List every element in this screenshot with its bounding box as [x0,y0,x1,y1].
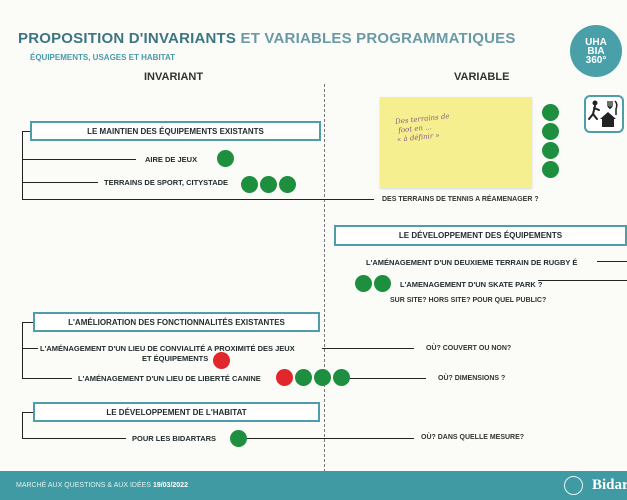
votes-liberte-canine [276,369,350,386]
fork-knife-icon [607,100,618,115]
connector [348,378,426,379]
green-vote-dot [314,369,331,386]
item-terrain-rugby: L'AMÉNAGEMENT D'UN DEUXIEME TERRAIN DE R… [366,258,578,267]
green-vote-dot [230,430,247,447]
votes-aire-de-jeux [217,150,234,167]
green-vote-dot [217,150,234,167]
logo-line1: UHA [585,36,607,48]
uha-bia-logo: UHA BIA 360° [570,25,622,77]
item-convivialite: L'AMÉNAGEMENT D'UN LIEU DE CONVIALITÉ A … [40,344,295,353]
green-vote-dot [241,176,258,193]
votes-bidartars [230,430,247,447]
connector [22,412,33,413]
item-bidartars: POUR LES BIDARTARS [132,434,217,443]
item-terrains-sport: TERRAINS DE SPORT, CITYSTADE [104,178,229,187]
sticky-note-text: Des terrains de foot en ... « à définir … [394,112,450,144]
activity-icons [584,95,624,133]
connector [538,280,627,281]
house-icon [600,112,616,127]
brand-logo: Bidar [592,477,627,493]
connector [22,378,72,379]
question-liberte-canine: OÙ? DIMENSIONS ? [438,375,506,382]
green-vote-dot [374,275,391,292]
votes-terrains-sport [241,176,296,193]
item-skate-park: L'AMENAGEMENT D'UN SKATE PARK ? [400,280,543,289]
green-vote-dot [542,123,559,140]
green-vote-dot [295,369,312,386]
green-vote-dot [333,369,350,386]
sport-figure-icon [588,100,600,120]
green-vote-dot [542,142,559,159]
question-skate-park: SUR SITE? HORS SITE? POUR QUEL PUBLIC? [390,297,547,304]
green-vote-dot [355,275,372,292]
column-invariant: INVARIANT [144,71,204,83]
red-vote-dot [213,352,230,369]
green-vote-dot [260,176,277,193]
connector [322,348,414,349]
column-variable: VARIABLE [454,71,510,83]
question-convivialite: OÙ? COUVERT OU NON? [426,345,512,352]
connector [22,438,126,439]
section-maintien-title: LE MAINTIEN DES ÉQUIPEMENTS EXISTANTS [30,121,321,141]
item-aire-de-jeux: AIRE DE JEUX [145,155,198,164]
green-vote-dot [542,161,559,178]
connector [22,131,23,199]
page-title: PROPOSITION D'INVARIANTS ET VARIABLES PR… [18,30,516,47]
question-tennis: DES TERRAINS DE TENNIS A RÉAMENAGER ? [382,196,539,203]
green-vote-dot [279,176,296,193]
votes-sticky-note [542,104,559,178]
logo-line2: BIA [587,45,605,57]
seal-icon [564,476,583,495]
connector [597,261,627,262]
footer-text: MARCHÉ AUX QUESTIONS & AUX IDÉES 19/03/2… [16,482,188,489]
votes-skate-park [355,275,391,292]
section-developpement-equipements-title: LE DÉVELOPPEMENT DES ÉQUIPEMENTS [334,225,627,246]
connector [22,182,98,183]
connector [246,438,414,439]
votes-convivialite [213,352,230,369]
red-vote-dot [276,369,293,386]
item-convivialite-line2: ET ÉQUIPEMENTS [142,354,209,363]
connector [22,322,23,378]
logo-line3: 360° [585,54,607,66]
connector [22,322,33,323]
question-bidartars: OÙ? DANS QUELLE MESURE? [421,434,525,441]
section-amelioration-title: L'AMÉLIORATION DES FONCTIONNALITÉS EXIST… [33,312,320,332]
sticky-note: Des terrains de foot en ... « à définir … [380,97,532,188]
connector [22,131,30,132]
connector [22,199,374,200]
page-subtitle: ÉQUIPEMENTS, USAGES ET HABITAT [30,53,176,62]
green-vote-dot [542,104,559,121]
footer: MARCHÉ AUX QUESTIONS & AUX IDÉES 19/03/2… [0,471,627,500]
item-liberte-canine: L'AMÉNAGEMENT D'UN LIEU DE LIBERTÉ CANIN… [78,374,261,383]
section-habitat-title: LE DÉVELOPPEMENT DE L'HABITAT [33,402,320,422]
connector [22,159,136,160]
column-divider [324,84,325,472]
connector [22,348,38,349]
connector [22,412,23,438]
